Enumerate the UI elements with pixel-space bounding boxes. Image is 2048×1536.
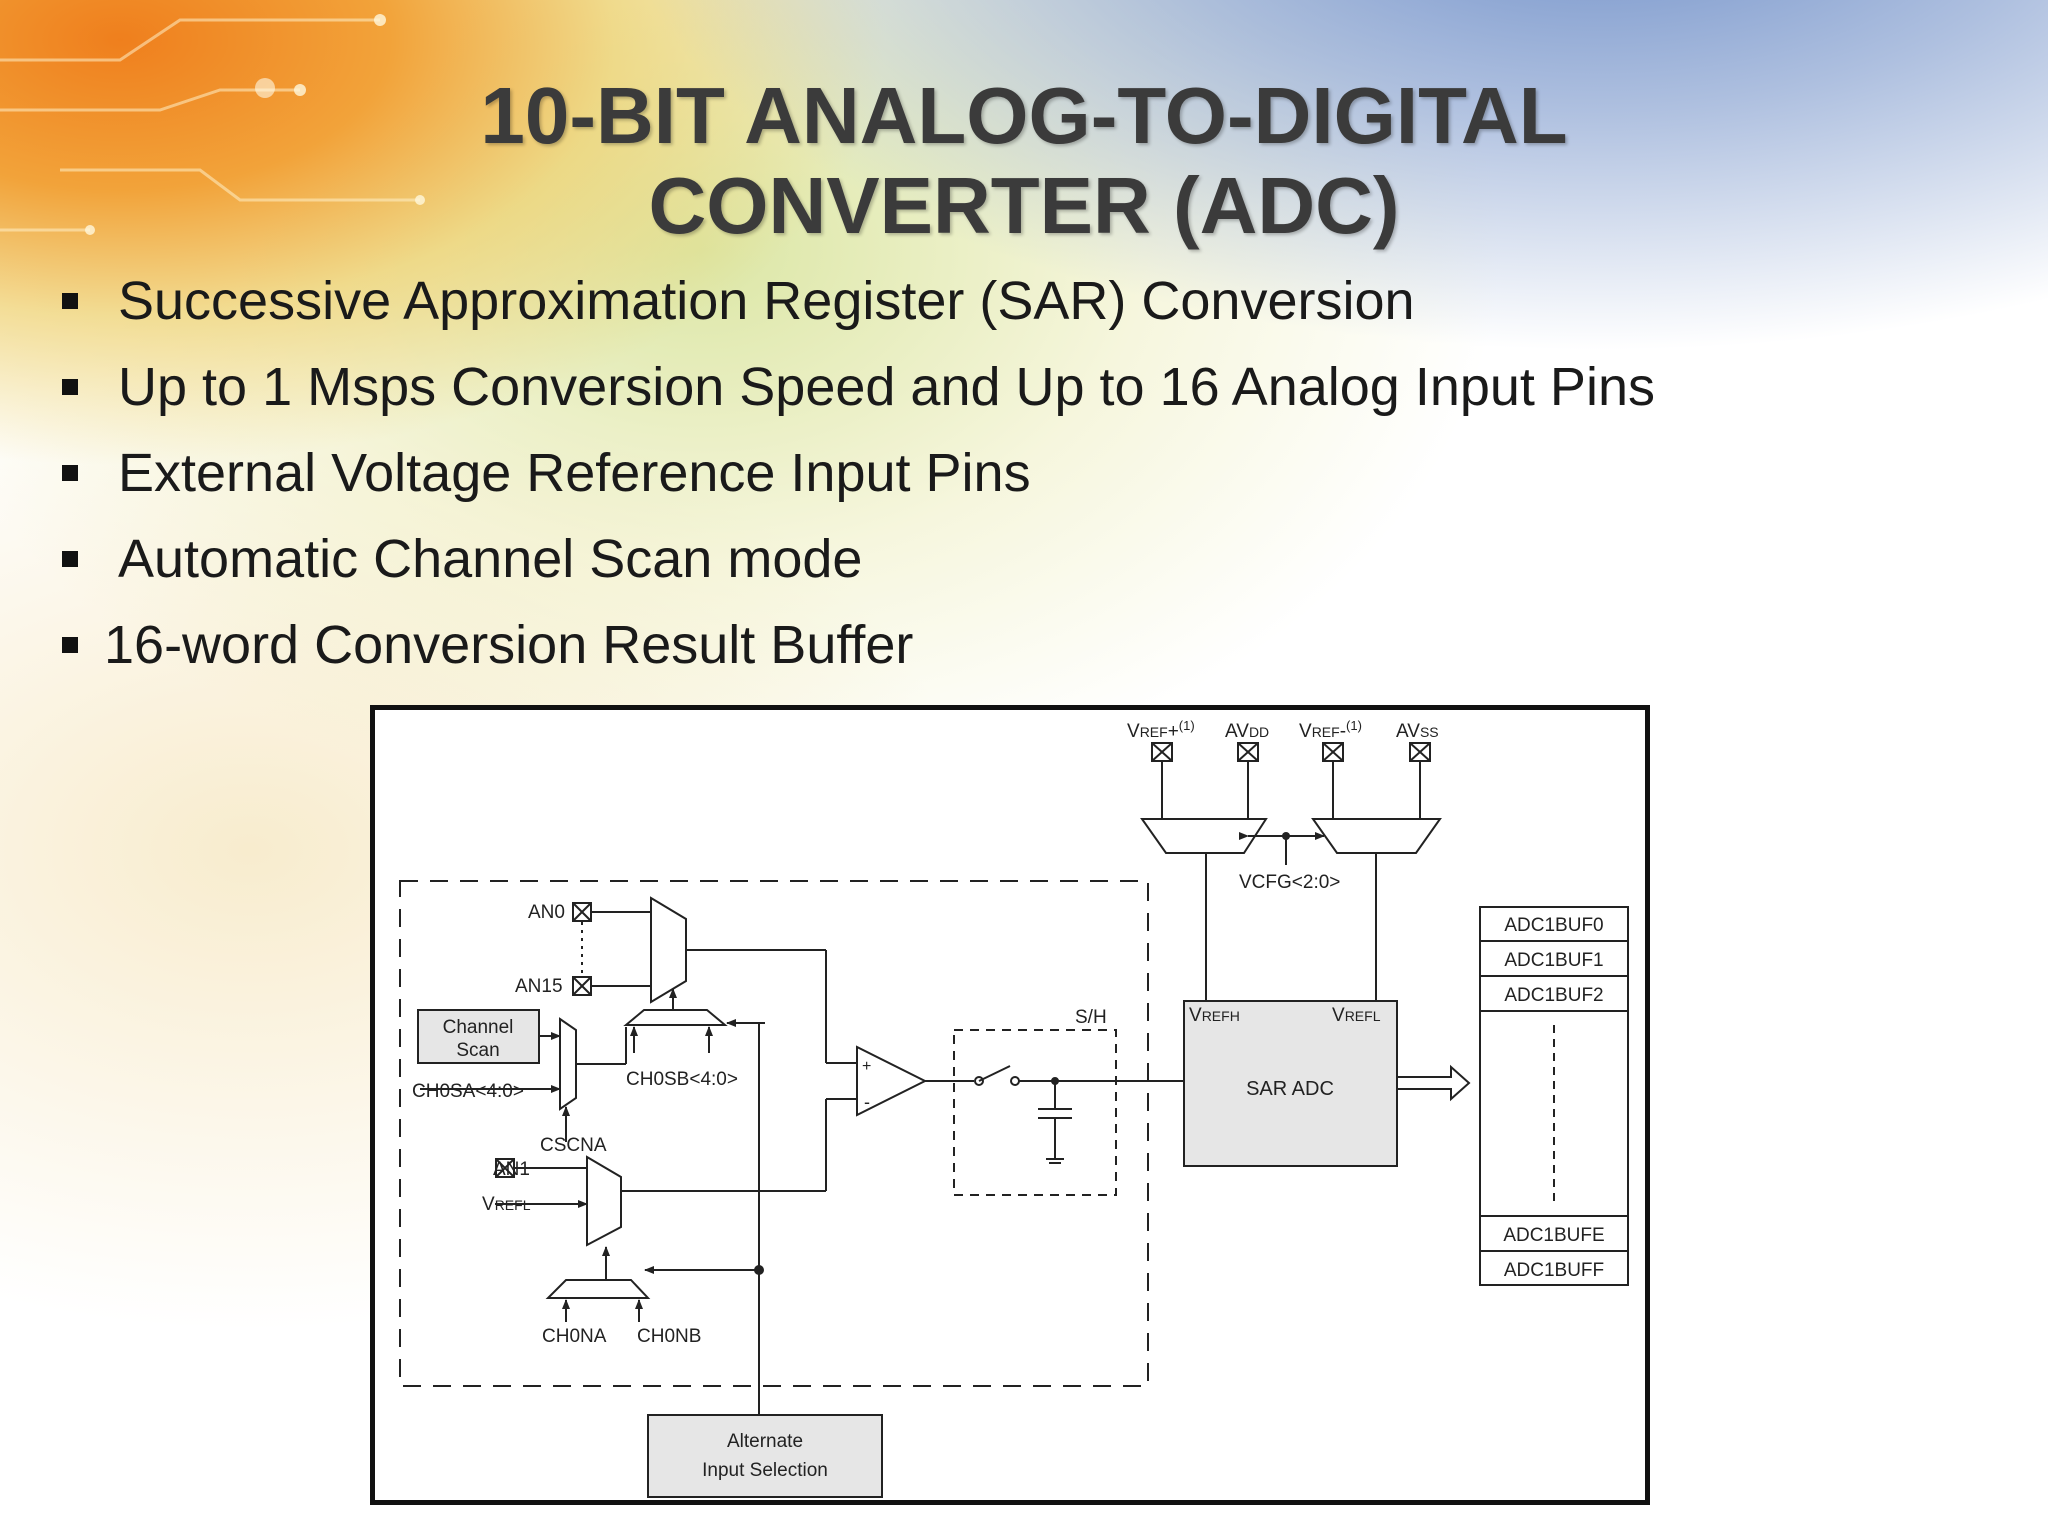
analog-input-boundary bbox=[399, 880, 1149, 1387]
vref-minus-label: VREF-(1) bbox=[1299, 718, 1362, 742]
data-output-arrow bbox=[1396, 1064, 1471, 1102]
bullet-item: External Voltage Reference Input Pins bbox=[58, 437, 1655, 523]
adc-diagram-svg: VREF+(1) AVDD VREF-(1) AVSS VCFG<2:0> AN… bbox=[399, 718, 1629, 1498]
bullet-item: 16-word Conversion Result Buffer bbox=[58, 609, 1655, 695]
channel-scan-label-line-2: Scan bbox=[456, 1040, 499, 1061]
avss-label: AVSS bbox=[1396, 721, 1439, 742]
result-buffer bbox=[1479, 906, 1629, 1286]
alternate-input-label-line-2: Input Selection bbox=[702, 1460, 828, 1481]
bullet-list: Successive Approximation Register (SAR) … bbox=[58, 265, 1655, 695]
buffer-label: ADC1BUF2 bbox=[1504, 985, 1603, 1006]
vref-plus-pin-icon bbox=[1151, 742, 1173, 762]
avss-pin-icon bbox=[1409, 742, 1431, 762]
buffer-label: ADC1BUF1 bbox=[1504, 950, 1603, 971]
an0-pin-icon bbox=[572, 902, 592, 922]
amp-minus-label: - bbox=[864, 1092, 870, 1112]
vrefl-mux bbox=[1311, 818, 1442, 854]
bullet-text: 16-word Conversion Result Buffer bbox=[104, 615, 914, 675]
an15-label: AN15 bbox=[515, 976, 563, 997]
channel-scan-label-line-1: Channel bbox=[443, 1017, 514, 1038]
bullet-text: Up to 1 Msps Conversion Speed and Up to … bbox=[118, 357, 1655, 417]
buffer-label: ADC1BUFF bbox=[1504, 1260, 1604, 1281]
bullet-square-icon bbox=[62, 465, 78, 481]
ch0sa-scan-mux bbox=[559, 1017, 577, 1111]
bullet-square-icon bbox=[62, 551, 78, 567]
vref-minus-pin-icon bbox=[1322, 742, 1344, 762]
slide-title-line-1: 10-BIT ANALOG-TO-DIGITAL bbox=[480, 71, 1568, 160]
alternate-input-selection-block bbox=[647, 1414, 883, 1498]
sample-hold-boundary bbox=[953, 1029, 1117, 1196]
vrefl-label: VREFL bbox=[1332, 1005, 1381, 1026]
vref-plus-label: VREF+(1) bbox=[1127, 718, 1195, 742]
avdd-label: AVDD bbox=[1225, 721, 1269, 742]
sar-adc-label: SAR ADC bbox=[1246, 1078, 1334, 1100]
bullet-item: Automatic Channel Scan mode bbox=[58, 523, 1655, 609]
bullet-item: Up to 1 Msps Conversion Speed and Up to … bbox=[58, 351, 1655, 437]
bullet-text: External Voltage Reference Input Pins bbox=[118, 443, 1031, 503]
bullet-square-icon bbox=[62, 293, 78, 309]
buffer-label: ADC1BUFE bbox=[1503, 1225, 1604, 1246]
cscna-label: CSCNA bbox=[540, 1135, 607, 1156]
negative-input-mux bbox=[586, 1155, 622, 1247]
an0-label: AN0 bbox=[528, 902, 565, 923]
bullet-square-icon bbox=[62, 637, 78, 653]
ch0na-decoder bbox=[545, 1279, 651, 1299]
alternate-input-label-line-1: Alternate bbox=[727, 1431, 803, 1452]
adc-block-diagram: VREF+(1) AVDD VREF-(1) AVSS VCFG<2:0> AN… bbox=[370, 705, 1650, 1505]
an1-label: AN1 bbox=[493, 1159, 530, 1180]
sar-adc-block bbox=[1183, 1000, 1398, 1167]
vrefh-label: VREFH bbox=[1189, 1005, 1240, 1026]
vrefl-input-label: VREFL bbox=[482, 1194, 531, 1215]
bullet-item: Successive Approximation Register (SAR) … bbox=[58, 265, 1655, 351]
ch0nb-label: CH0NB bbox=[637, 1326, 701, 1347]
ch0na-label: CH0NA bbox=[542, 1326, 607, 1347]
sample-hold-label: S/H bbox=[1075, 1007, 1107, 1028]
ch0sa-label: CH0SA<4:0> bbox=[412, 1081, 524, 1102]
vcfg-label: VCFG<2:0> bbox=[1239, 872, 1340, 893]
background-circuit-decoration bbox=[0, 14, 425, 235]
amp-plus-label: + bbox=[862, 1058, 871, 1075]
vrefh-mux bbox=[1140, 818, 1268, 854]
channel-scan-block bbox=[417, 1009, 540, 1064]
bullet-text: Automatic Channel Scan mode bbox=[118, 529, 863, 589]
an1-pin-icon bbox=[495, 1158, 515, 1178]
avdd-pin-icon bbox=[1237, 742, 1259, 762]
positive-input-mux-a bbox=[650, 896, 687, 1004]
slide-title-line-2: CONVERTER (ADC) bbox=[648, 161, 1400, 250]
bullet-text: Successive Approximation Register (SAR) … bbox=[118, 271, 1415, 331]
an15-pin-icon bbox=[572, 976, 592, 996]
ch0sb-label: CH0SB<4:0> bbox=[626, 1069, 738, 1090]
buffer-label: ADC1BUF0 bbox=[1504, 915, 1603, 936]
bullet-square-icon bbox=[62, 379, 78, 395]
ch0sb-decoder bbox=[623, 1009, 728, 1026]
sample-amplifier bbox=[856, 1045, 928, 1117]
